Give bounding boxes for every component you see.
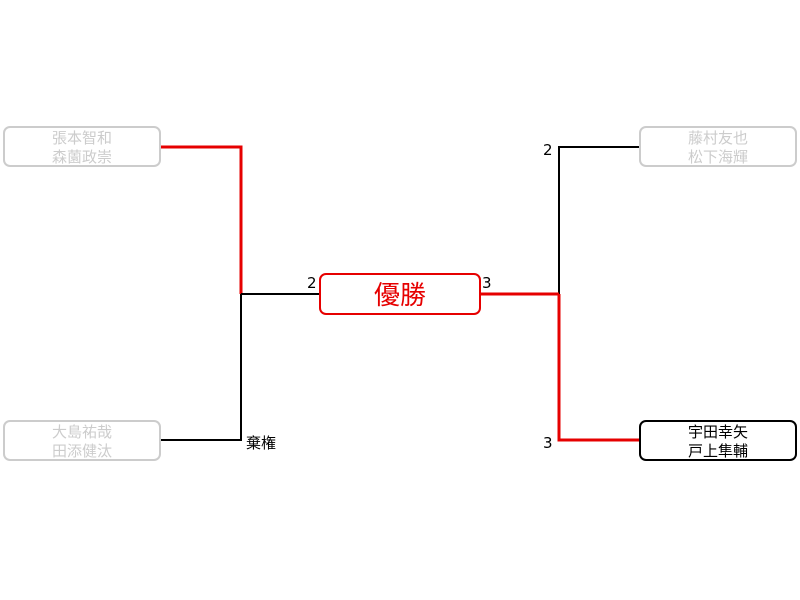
- final-right-score: 3: [482, 274, 492, 292]
- team-right-top-player2: 松下海輝: [688, 148, 748, 166]
- champion-label: 優勝: [374, 281, 426, 311]
- left-bottom-line: [160, 294, 242, 441]
- team-box-left-bottom: [3, 420, 161, 461]
- forfeit-note: 棄権: [246, 434, 276, 452]
- team-right-bottom-player2: 戸上隼輔: [688, 442, 748, 460]
- left-top-line: [160, 145, 243, 294]
- final-left-score: 2: [307, 274, 317, 292]
- team-left-bottom-player2: 田添健汰: [52, 442, 112, 460]
- team-box-left-top: [3, 126, 161, 167]
- team-right-bottom-player1: 宇田幸矢: [688, 423, 748, 441]
- team-left-bottom-player1: 大島祐哉: [52, 423, 112, 441]
- team-left-top-player2: 森薗政崇: [52, 148, 112, 166]
- team-left-top-player1: 張本智和: [52, 129, 112, 147]
- right-bottom-score: 3: [543, 434, 553, 452]
- team-right-top-player1: 藤村友也: [688, 129, 748, 147]
- team-box-right-top: [639, 126, 797, 167]
- right-top-score: 2: [543, 141, 553, 159]
- right-bottom-line: [557, 294, 640, 442]
- champion-box: [319, 273, 481, 315]
- team-box-right-bottom: [639, 420, 797, 461]
- right-top-line: [558, 146, 640, 294]
